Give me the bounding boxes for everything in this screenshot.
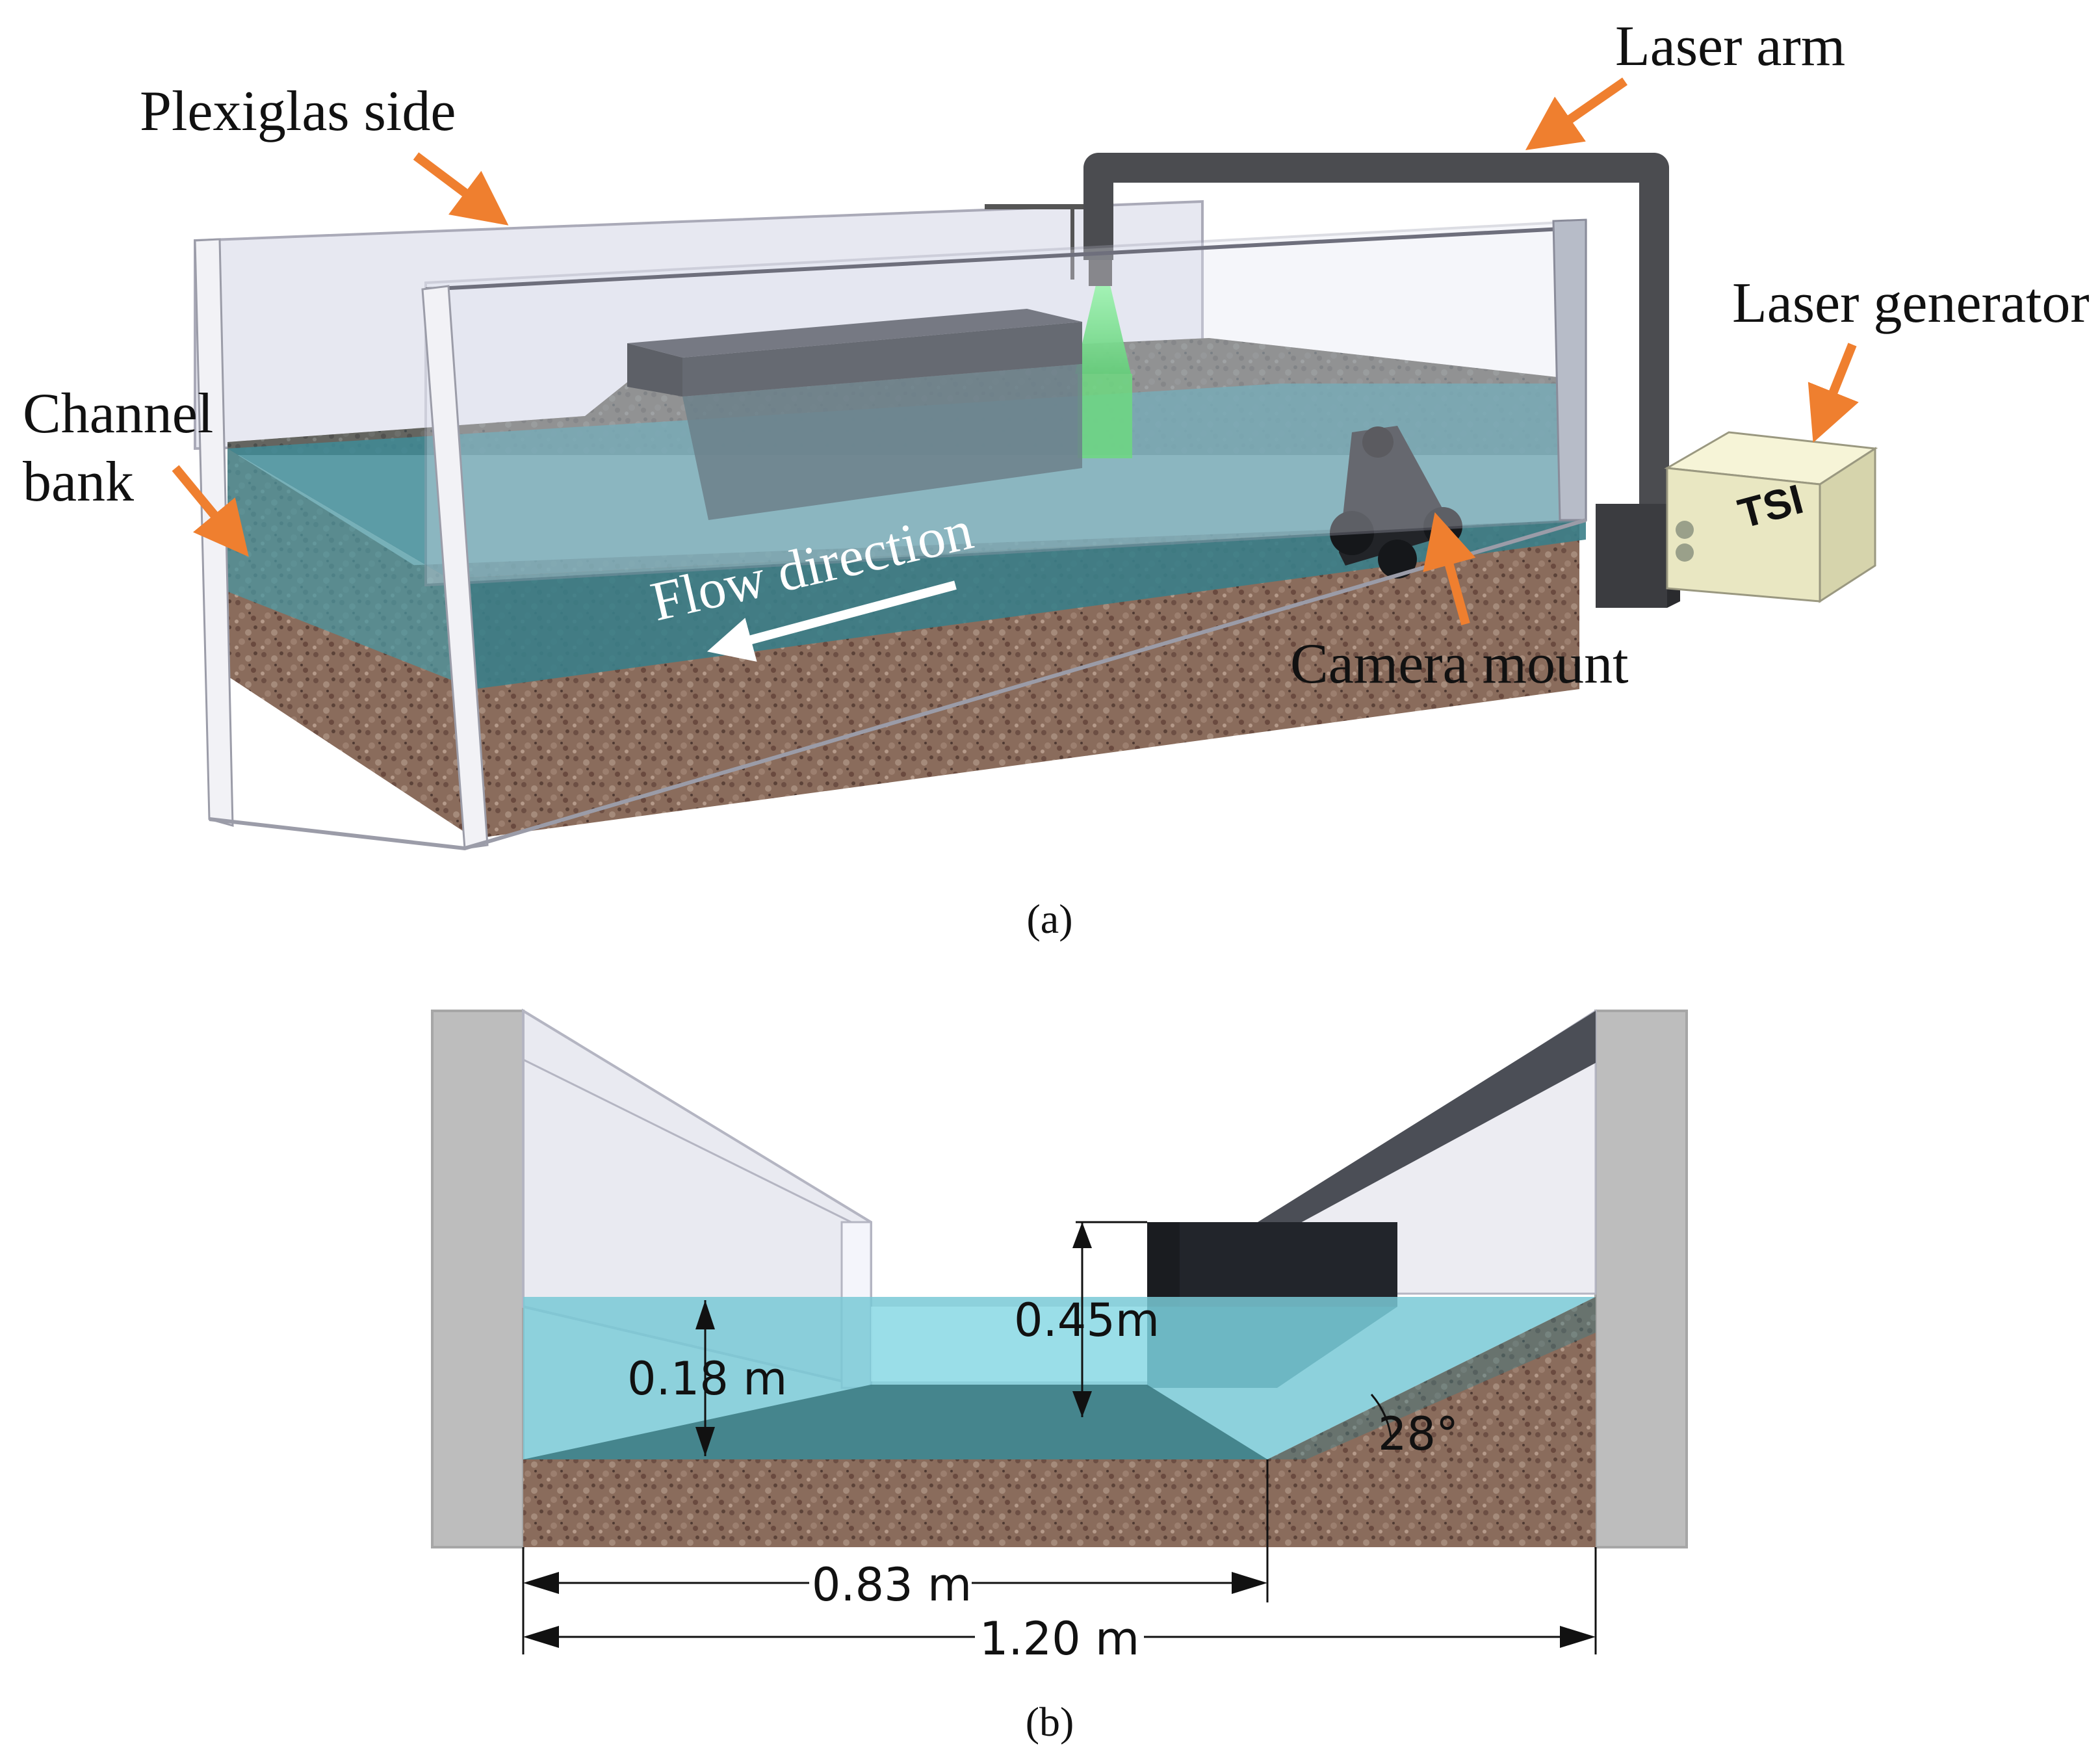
laser-arm-perspective <box>1258 1011 1596 1232</box>
channel-bank-label-line1: Channel <box>23 382 213 445</box>
panel-b-cross-section: 0.45m 0.18 m 28° 0.83 m 1.20 m (b) <box>431 1008 1688 1745</box>
panel-b-caption: (b) <box>1026 1699 1074 1745</box>
height-arrow-down <box>1072 1391 1092 1417</box>
bank-angle-label: 28° <box>1378 1407 1458 1461</box>
structure-box <box>1147 1222 1397 1307</box>
laser-generator-arrow <box>1808 343 1859 443</box>
right-wall <box>1596 1011 1687 1547</box>
front-plexiglas-wall <box>424 219 1587 587</box>
structure-height-label: 0.45m <box>1014 1294 1160 1347</box>
height-arrow-up <box>1072 1222 1092 1248</box>
structure-block-side <box>682 322 1082 397</box>
water-depth-label: 0.18 m <box>627 1352 787 1405</box>
laser-generator-box: TSI <box>1664 431 1878 603</box>
gravel-bed <box>523 1459 1267 1547</box>
plexiglas-side-label: Plexiglas side <box>140 80 456 143</box>
left-wall <box>432 1011 523 1547</box>
laser-sheet-in-water <box>1078 374 1132 458</box>
depth-arrow-up <box>695 1300 715 1329</box>
structure-block-top <box>627 309 1082 358</box>
structure-block-front <box>627 343 682 397</box>
camera-mount-arrow <box>1423 512 1476 625</box>
laser-arm-arrow <box>1525 77 1627 150</box>
channel-bank-label-line2: bank <box>23 451 134 514</box>
flow-direction-arrow <box>706 581 957 662</box>
laser-arm-base <box>1596 504 1667 608</box>
total-width-arrow-left <box>523 1626 559 1648</box>
laser-arm <box>1083 153 1669 507</box>
total-width-label: 1.20 m <box>979 1612 1139 1665</box>
bed-width-arrow-right <box>1232 1572 1267 1594</box>
depth-arrow-down <box>695 1427 715 1456</box>
laser-sheet <box>1075 280 1131 374</box>
gravel-bank <box>1267 1297 1596 1547</box>
laser-arm-label: Laser arm <box>1615 15 1845 78</box>
panel-a-flume-3d: TSI Flow direction Plexigla <box>23 15 2090 942</box>
panel-a-caption: (a) <box>1026 896 1072 942</box>
total-width-arrow-right <box>1560 1626 1596 1648</box>
channel-bank-arrow <box>172 465 249 557</box>
laser-generator-label: Laser generator <box>1732 272 2090 335</box>
bed-width-label: 0.83 m <box>812 1558 972 1612</box>
right-post <box>1552 218 1587 521</box>
camera-mount-label: Camera mount <box>1290 633 1629 696</box>
bottom-rail <box>209 518 1587 851</box>
plexiglas-side-arrow <box>413 152 509 226</box>
bed-width-arrow-left <box>523 1572 559 1594</box>
bank-angle-arc <box>1370 1394 1392 1437</box>
left-front-post <box>421 285 489 850</box>
